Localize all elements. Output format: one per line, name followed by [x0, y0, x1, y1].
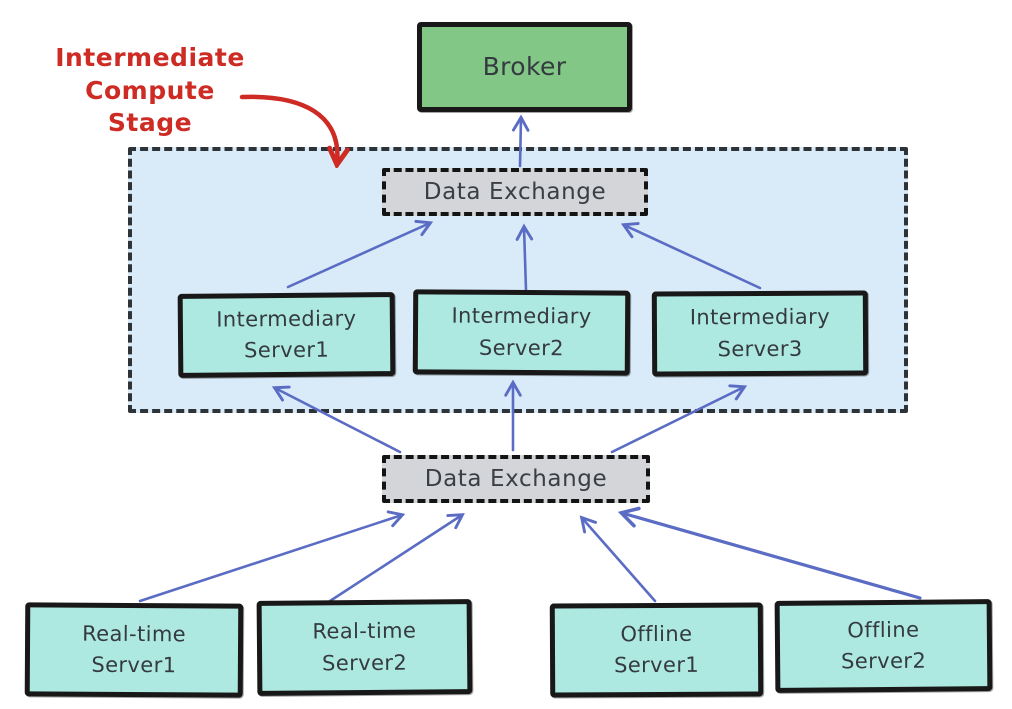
node-label-line: Real-time	[82, 621, 187, 646]
node-intermediary-server-1: Intermediary Server1	[177, 292, 396, 378]
node-real-time-server-2: Real-time Server2	[256, 599, 473, 696]
node-label-line: Server1	[244, 337, 330, 363]
annotation-line: Intermediate	[55, 43, 245, 72]
annotation-intermediate-compute-stage: Intermediate Compute Stage	[36, 42, 264, 140]
node-offline-server-2: Offline Server2	[774, 599, 993, 693]
node-label: Data Exchange	[424, 466, 608, 492]
arrow-offline1-to-exchange-lower	[582, 518, 657, 603]
node-label: Data Exchange	[423, 179, 607, 205]
node-data-exchange-upper: Data Exchange	[382, 168, 648, 216]
node-label-line: Server2	[841, 648, 927, 674]
node-real-time-server-1: Real-time Server1	[24, 602, 244, 698]
node-label-line: Server1	[614, 652, 700, 678]
annotation-line: Stage	[107, 108, 193, 137]
node-label: Broker	[482, 52, 567, 82]
node-label-line: Server2	[478, 335, 564, 360]
annotation-line: Compute	[85, 75, 215, 105]
node-label-line: Intermediary	[689, 304, 831, 330]
arrow-realtime2-to-exchange-lower	[328, 515, 462, 603]
node-intermediary-server-2: Intermediary Server2	[412, 289, 631, 376]
node-label-line: Intermediary	[451, 303, 592, 329]
node-label-line: Server2	[322, 650, 408, 675]
node-label-line: Offline	[847, 617, 920, 642]
node-label-line: Intermediary	[216, 305, 357, 332]
arrow-offline2-to-exchange-lower	[622, 513, 922, 600]
node-label-line: Server1	[91, 652, 177, 678]
node-broker: Broker	[417, 22, 632, 112]
node-label-line: Real-time	[312, 618, 417, 644]
arrow-realtime1-to-exchange-lower	[138, 515, 402, 603]
node-data-exchange-lower: Data Exchange	[382, 455, 650, 503]
node-offline-server-1: Offline Server1	[549, 602, 764, 698]
node-intermediary-server-3: Intermediary Server3	[651, 290, 869, 377]
node-label-line: Offline	[620, 621, 693, 646]
node-label-line: Server3	[717, 336, 803, 361]
